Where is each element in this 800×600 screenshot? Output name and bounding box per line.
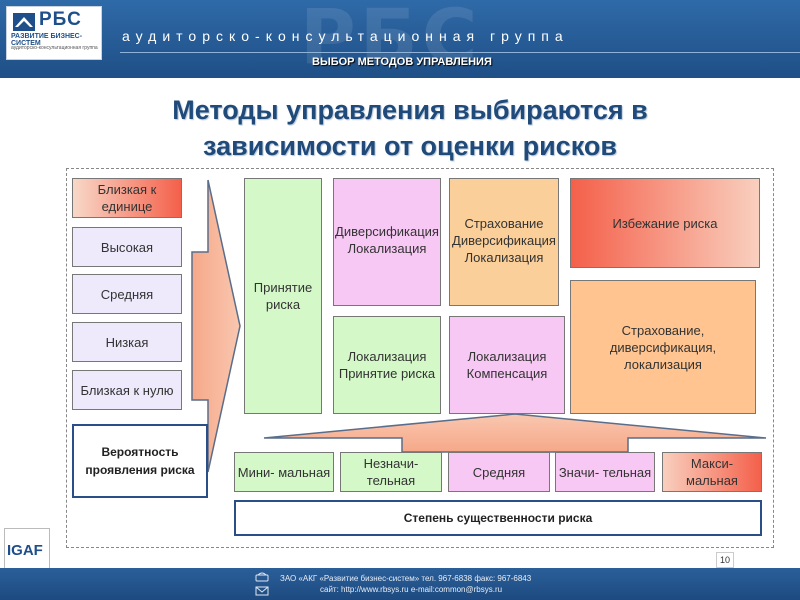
method-ins-div-loc: Страхование Диверсификация Локализация <box>449 178 559 306</box>
company-logo: РБС РАЗВИТИЕ БИЗНЕС-СИСТЕМ аудиторско-ко… <box>6 6 102 60</box>
igaf-logo-text: IGAF <box>7 542 43 559</box>
footer-bar <box>0 568 800 600</box>
method-loc-comp: Локализация Компенсация <box>449 316 565 414</box>
prob-level-near-one: Близкая к единице <box>72 178 182 218</box>
section-label: ВЫБОР МЕТОДОВ УПРАВЛЕНИЯ <box>312 56 492 68</box>
significance-axis-label: Степень существенности риска <box>234 500 762 536</box>
probability-axis-label: Вероятность проявления риска <box>72 424 208 498</box>
header-bar <box>0 0 800 78</box>
mail-icon <box>255 586 269 596</box>
sig-level-minimal: Мини- мальная <box>234 452 334 492</box>
logo-subtitle-small: аудиторско-консультационная группа <box>11 45 98 51</box>
up-arrow-icon <box>263 413 767 453</box>
sig-level-significant: Значи- тельная <box>555 452 655 492</box>
slide-title-line1: Методы управления выбираются в <box>172 95 648 125</box>
prob-level-near-zero: Близкая к нулю <box>72 370 182 410</box>
sig-level-medium: Средняя <box>448 452 550 492</box>
footer-contact-line: ЗАО «АКГ «Развитие бизнес-систем» тел. 9… <box>280 574 532 583</box>
header-watermark: РБС <box>300 0 482 81</box>
method-loc-accept: Локализация Принятие риска <box>333 316 441 414</box>
method-accept: Принятие риска <box>244 178 322 414</box>
prob-level-medium: Средняя <box>72 274 182 314</box>
right-arrow-icon <box>191 179 241 473</box>
phone-icon <box>255 572 269 582</box>
logo-text: РБС <box>39 9 82 30</box>
method-avoid: Избежание риска <box>570 178 760 268</box>
method-div-loc: Диверсификация Локализация <box>333 178 441 306</box>
sig-level-maximal: Макси- мальная <box>662 452 762 492</box>
prob-level-low: Низкая <box>72 322 182 362</box>
slide-title-line2: зависимости от оценки рисков <box>203 131 617 161</box>
footer-web-line: сайт: http://www.rbsys.ru e-mail:common@… <box>320 585 503 594</box>
logo-subtitle: РАЗВИТИЕ БИЗНЕС-СИСТЕМ <box>11 33 83 47</box>
diagram-frame <box>66 168 774 548</box>
slide-title: Методы управления выбираются в зависимос… <box>100 92 720 164</box>
prob-level-high: Высокая <box>72 227 182 267</box>
igaf-logo <box>4 528 50 574</box>
method-ins-div-loc-2: Страхование, диверсификация, локализация <box>570 280 756 414</box>
page-number: 10 <box>716 552 734 568</box>
logo-mark-icon <box>13 13 35 31</box>
header-tagline: аудиторско-консультационная группа <box>122 28 569 44</box>
sig-level-insignificant: Незначи- тельная <box>340 452 442 492</box>
header-rule <box>120 52 800 53</box>
